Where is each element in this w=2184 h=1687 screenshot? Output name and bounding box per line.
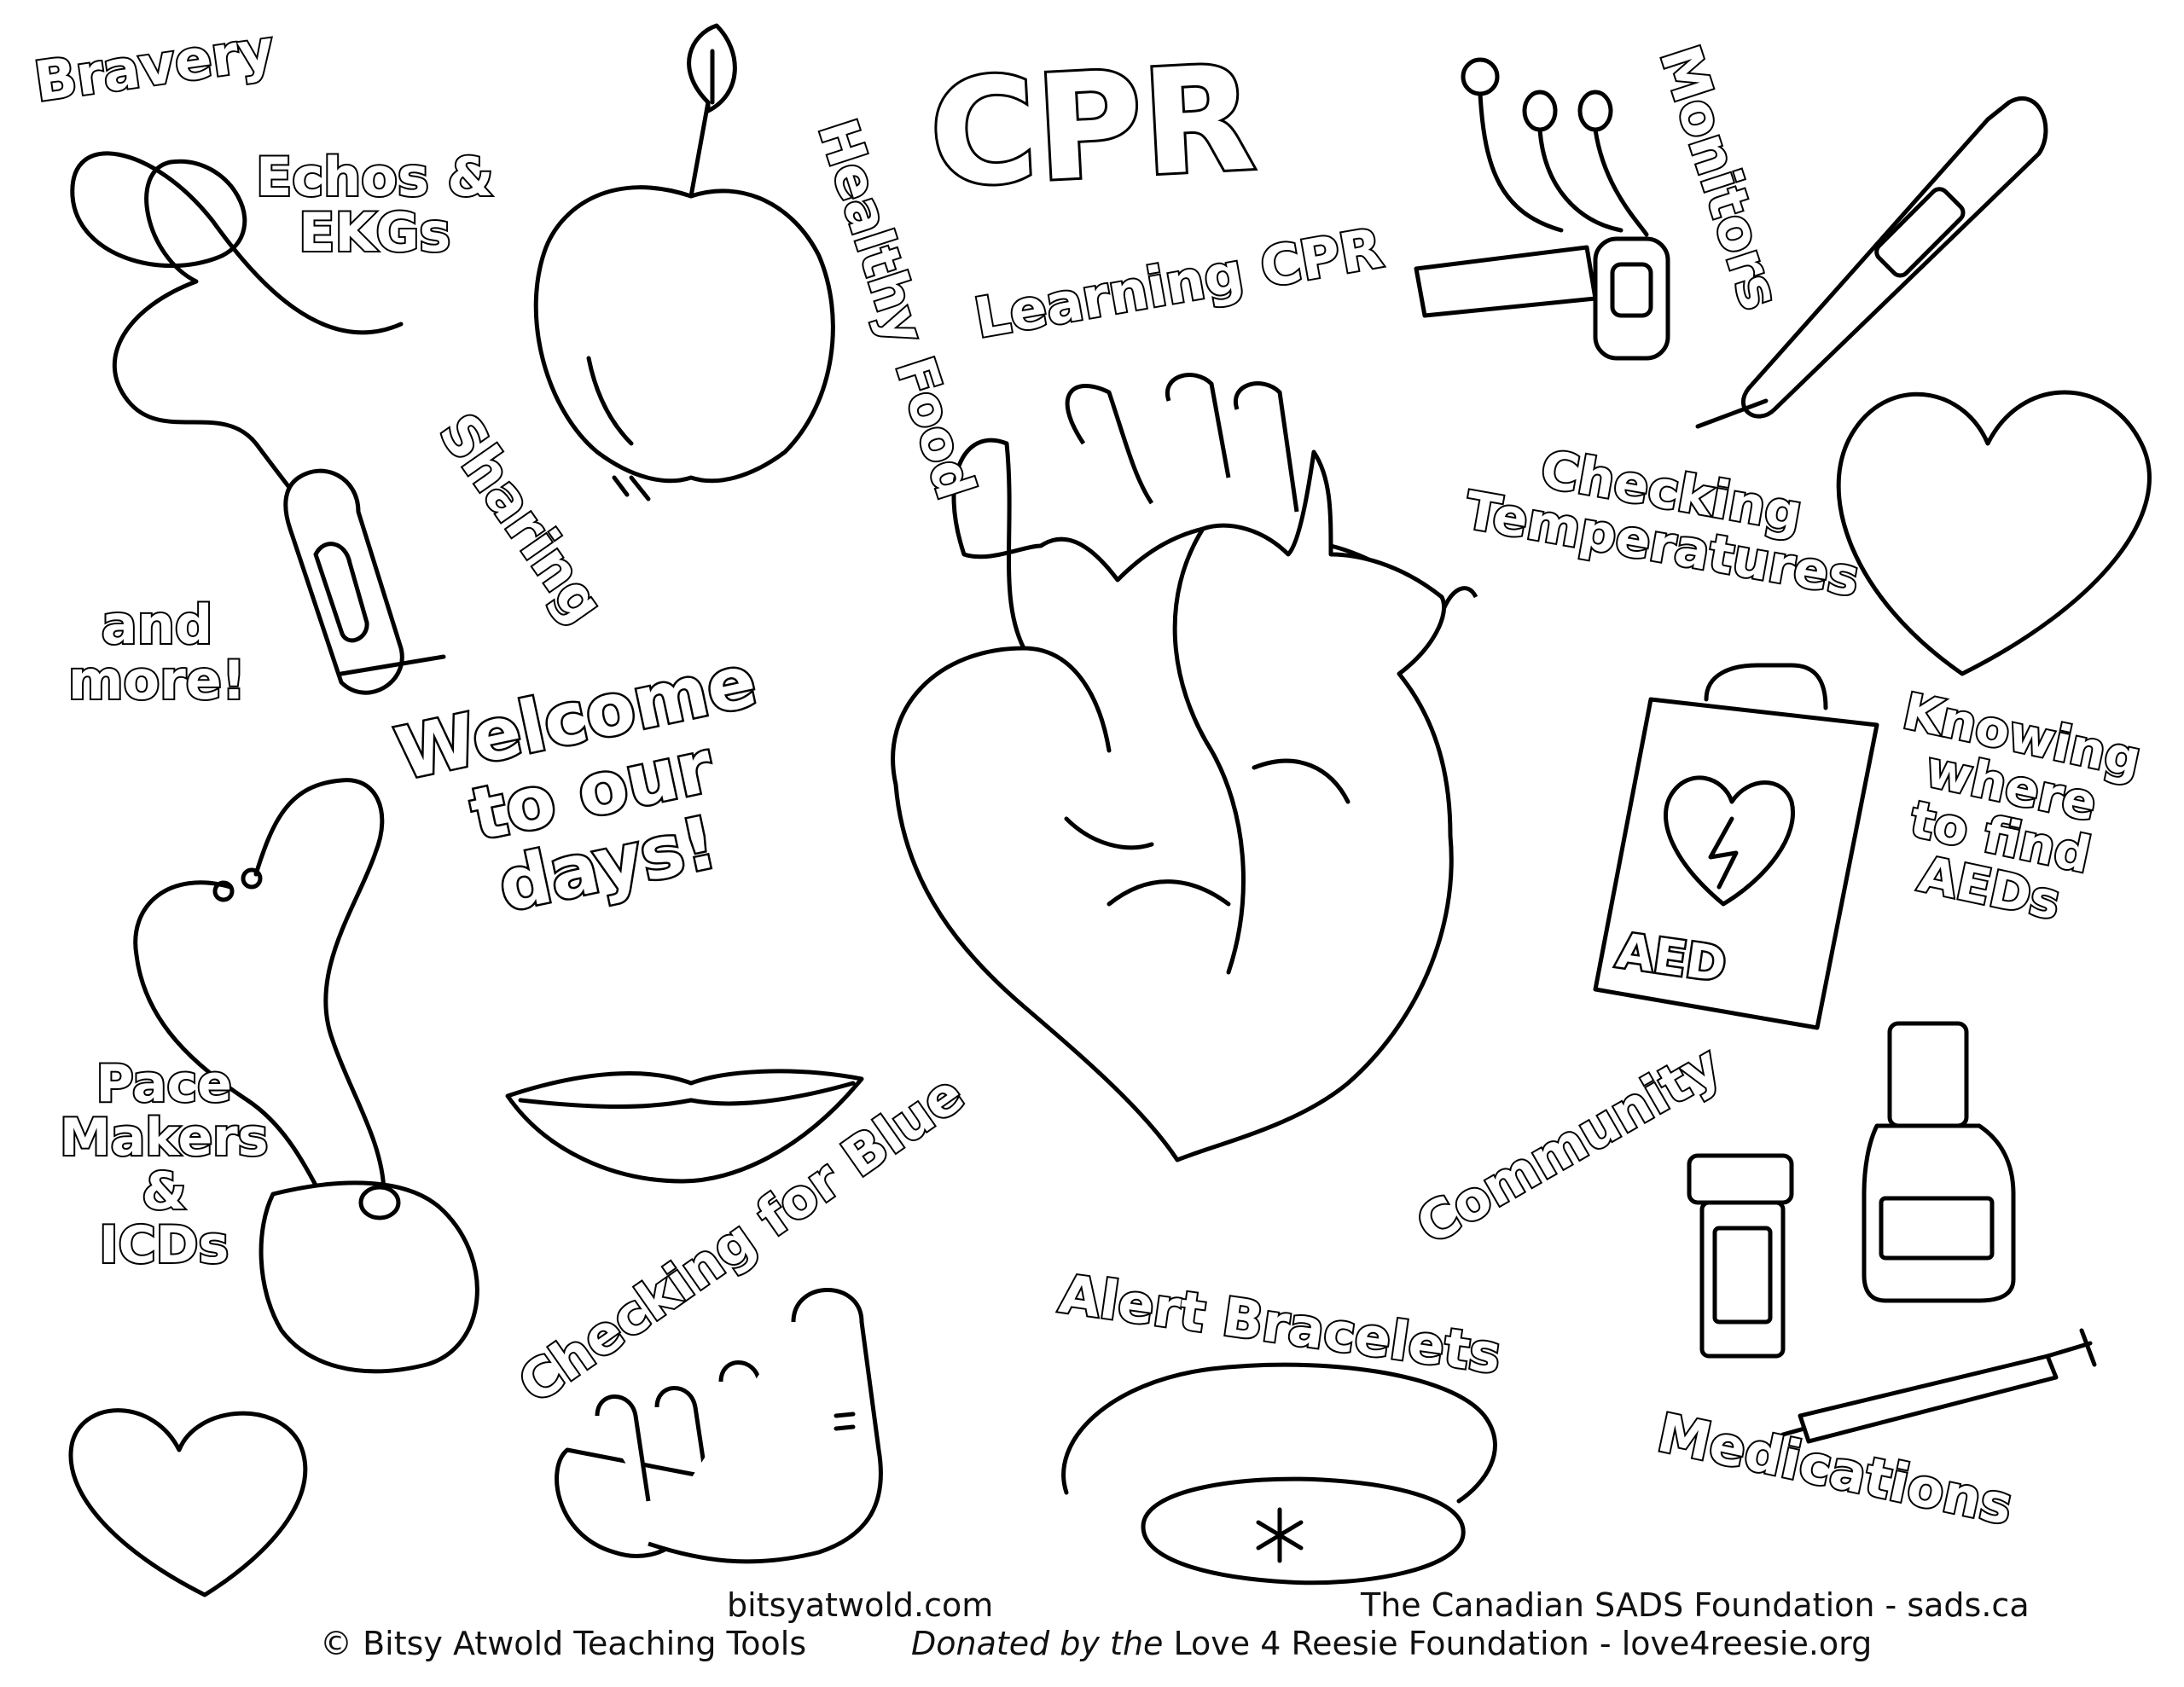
label-and-more-line2: more!	[67, 649, 247, 712]
label-pace-line2: Makers	[58, 1108, 270, 1168]
apple-icon	[533, 23, 835, 501]
label-and-more: and more!	[67, 594, 247, 712]
lips-icon	[505, 1069, 864, 1184]
thermometer-icon	[1695, 96, 2048, 429]
foot-icon	[555, 1288, 883, 1564]
label-pacemakers-icds: Pace Makers & ICDs	[58, 1054, 270, 1275]
label-echos-ekgs: Echos & EKGs	[254, 146, 495, 264]
footer-donated: Donated by the Love 4 Reesie Foundation …	[911, 1625, 1872, 1662]
footer-sads: The Canadian SADS Foundation - sads.ca	[1361, 1586, 2030, 1624]
stethoscope-icon	[1414, 57, 1670, 361]
label-and-more-line1: and	[100, 594, 214, 656]
label-pace-line3: &	[140, 1162, 188, 1221]
heart-icon	[1836, 390, 2152, 676]
label-echos-line1: Echos &	[254, 146, 495, 208]
label-pace-line4: ICDs	[97, 1215, 230, 1275]
small-heart-icon	[68, 1408, 308, 1597]
footer-copyright: © Bitsy Atwold Teaching Tools	[320, 1625, 807, 1662]
aed-icon	[1593, 663, 1879, 1030]
anatomical-heart-icon	[891, 373, 1478, 1162]
medicine-bottle-icon	[1862, 1021, 2016, 1303]
syringe-icon	[1780, 1328, 2097, 1444]
alert-bracelet-icon	[1061, 1362, 1497, 1586]
label-echos-line2: EKGs	[297, 201, 452, 264]
label-pace-line1: Pace	[95, 1054, 234, 1114]
footer-donated-rest: Love 4 Reesie Foundation - love4reesie.o…	[1163, 1625, 1873, 1662]
cpr-logo: CPR	[923, 32, 1261, 223]
pill-bottle-icon	[1687, 1153, 1794, 1359]
echo-probe-icon	[70, 151, 446, 695]
footer-donated-italic: Donated by the	[911, 1625, 1164, 1662]
footer-site: bitsyatwold.com	[727, 1586, 994, 1624]
pacemaker-icon	[133, 778, 479, 1374]
